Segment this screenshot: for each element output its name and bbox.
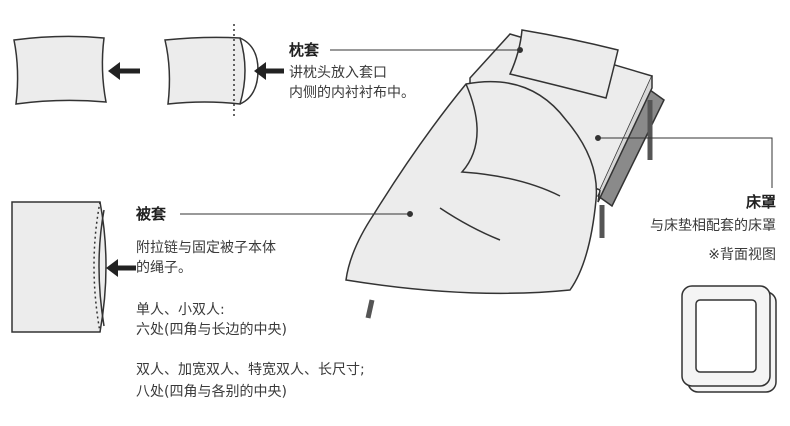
duvet-double-line1: 双人、加宽双人、特宽双人、长尺寸; bbox=[136, 360, 365, 380]
arrow-left-icon bbox=[108, 62, 140, 80]
duvet-single-line1: 单人、小双人: bbox=[136, 300, 225, 320]
duvet-cover-shape bbox=[12, 202, 106, 332]
duvet-cover-title: 被套 bbox=[136, 204, 166, 224]
back-view-sheet-shape bbox=[682, 286, 776, 392]
bed-sheet-desc: 与床垫相配套的床罩 bbox=[650, 216, 776, 236]
arrow-left-icon bbox=[106, 259, 136, 277]
duvet-cover-desc-line1: 附拉链与固定被子本体 bbox=[136, 238, 276, 258]
bed-sheet-title: 床罩 bbox=[746, 192, 776, 212]
duvet-double-line2: 八处(四角与各别的中央) bbox=[136, 382, 287, 402]
pillowcase-desc-line1: 讲枕头放入套口 bbox=[289, 63, 387, 83]
duvet-on-bed-shape bbox=[346, 82, 596, 294]
duvet-single-line2: 六处(四角与长边的中央) bbox=[136, 320, 287, 340]
pillowcase-shape bbox=[165, 37, 258, 104]
pillowcase-title: 枕套 bbox=[289, 40, 319, 60]
pillowcase-desc-line2: 内侧的内衬衬布中。 bbox=[289, 83, 415, 103]
back-view-label: ※背面视图 bbox=[708, 245, 776, 265]
pillow-shape bbox=[14, 36, 106, 104]
duvet-cover-desc-line2: 的绳子。 bbox=[136, 258, 192, 278]
